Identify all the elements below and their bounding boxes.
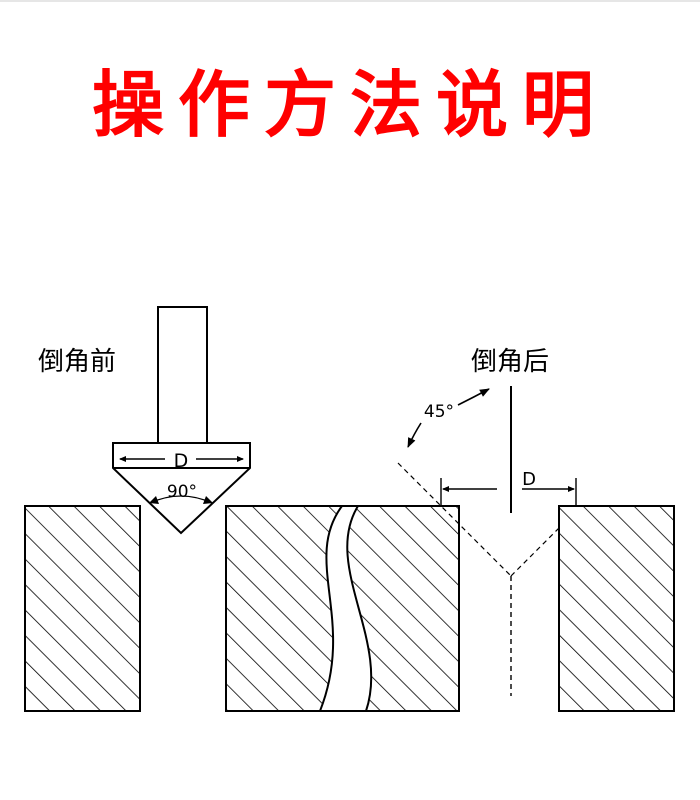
angle-label-45: 45° — [424, 402, 454, 422]
before-diagram: 倒角前 D 90° — [24, 306, 251, 712]
top-divider — [0, 0, 700, 2]
angle-arrow-left — [149, 496, 159, 504]
countersink-head — [112, 442, 251, 535]
after-diagram: 倒角后 45° D — [397, 347, 675, 712]
angle-arrow-right — [203, 496, 213, 504]
angle-arrow-down — [407, 422, 422, 448]
cracked-block — [225, 505, 460, 712]
before-label: 倒角前 — [38, 347, 116, 377]
workpiece-block-right — [558, 505, 675, 712]
diameter-label: D — [174, 450, 189, 472]
angle-label: 90° — [167, 482, 197, 502]
after-label: 倒角后 — [471, 347, 549, 377]
chamfer-line-right — [510, 526, 561, 577]
angle-arrow-up — [457, 388, 490, 406]
tool-shank — [157, 306, 208, 444]
crack-gap — [318, 505, 373, 712]
workpiece-block-left — [24, 505, 141, 712]
page-title: 操作方法说明 — [91, 63, 608, 147]
dimension-label-d: D — [522, 469, 536, 490]
